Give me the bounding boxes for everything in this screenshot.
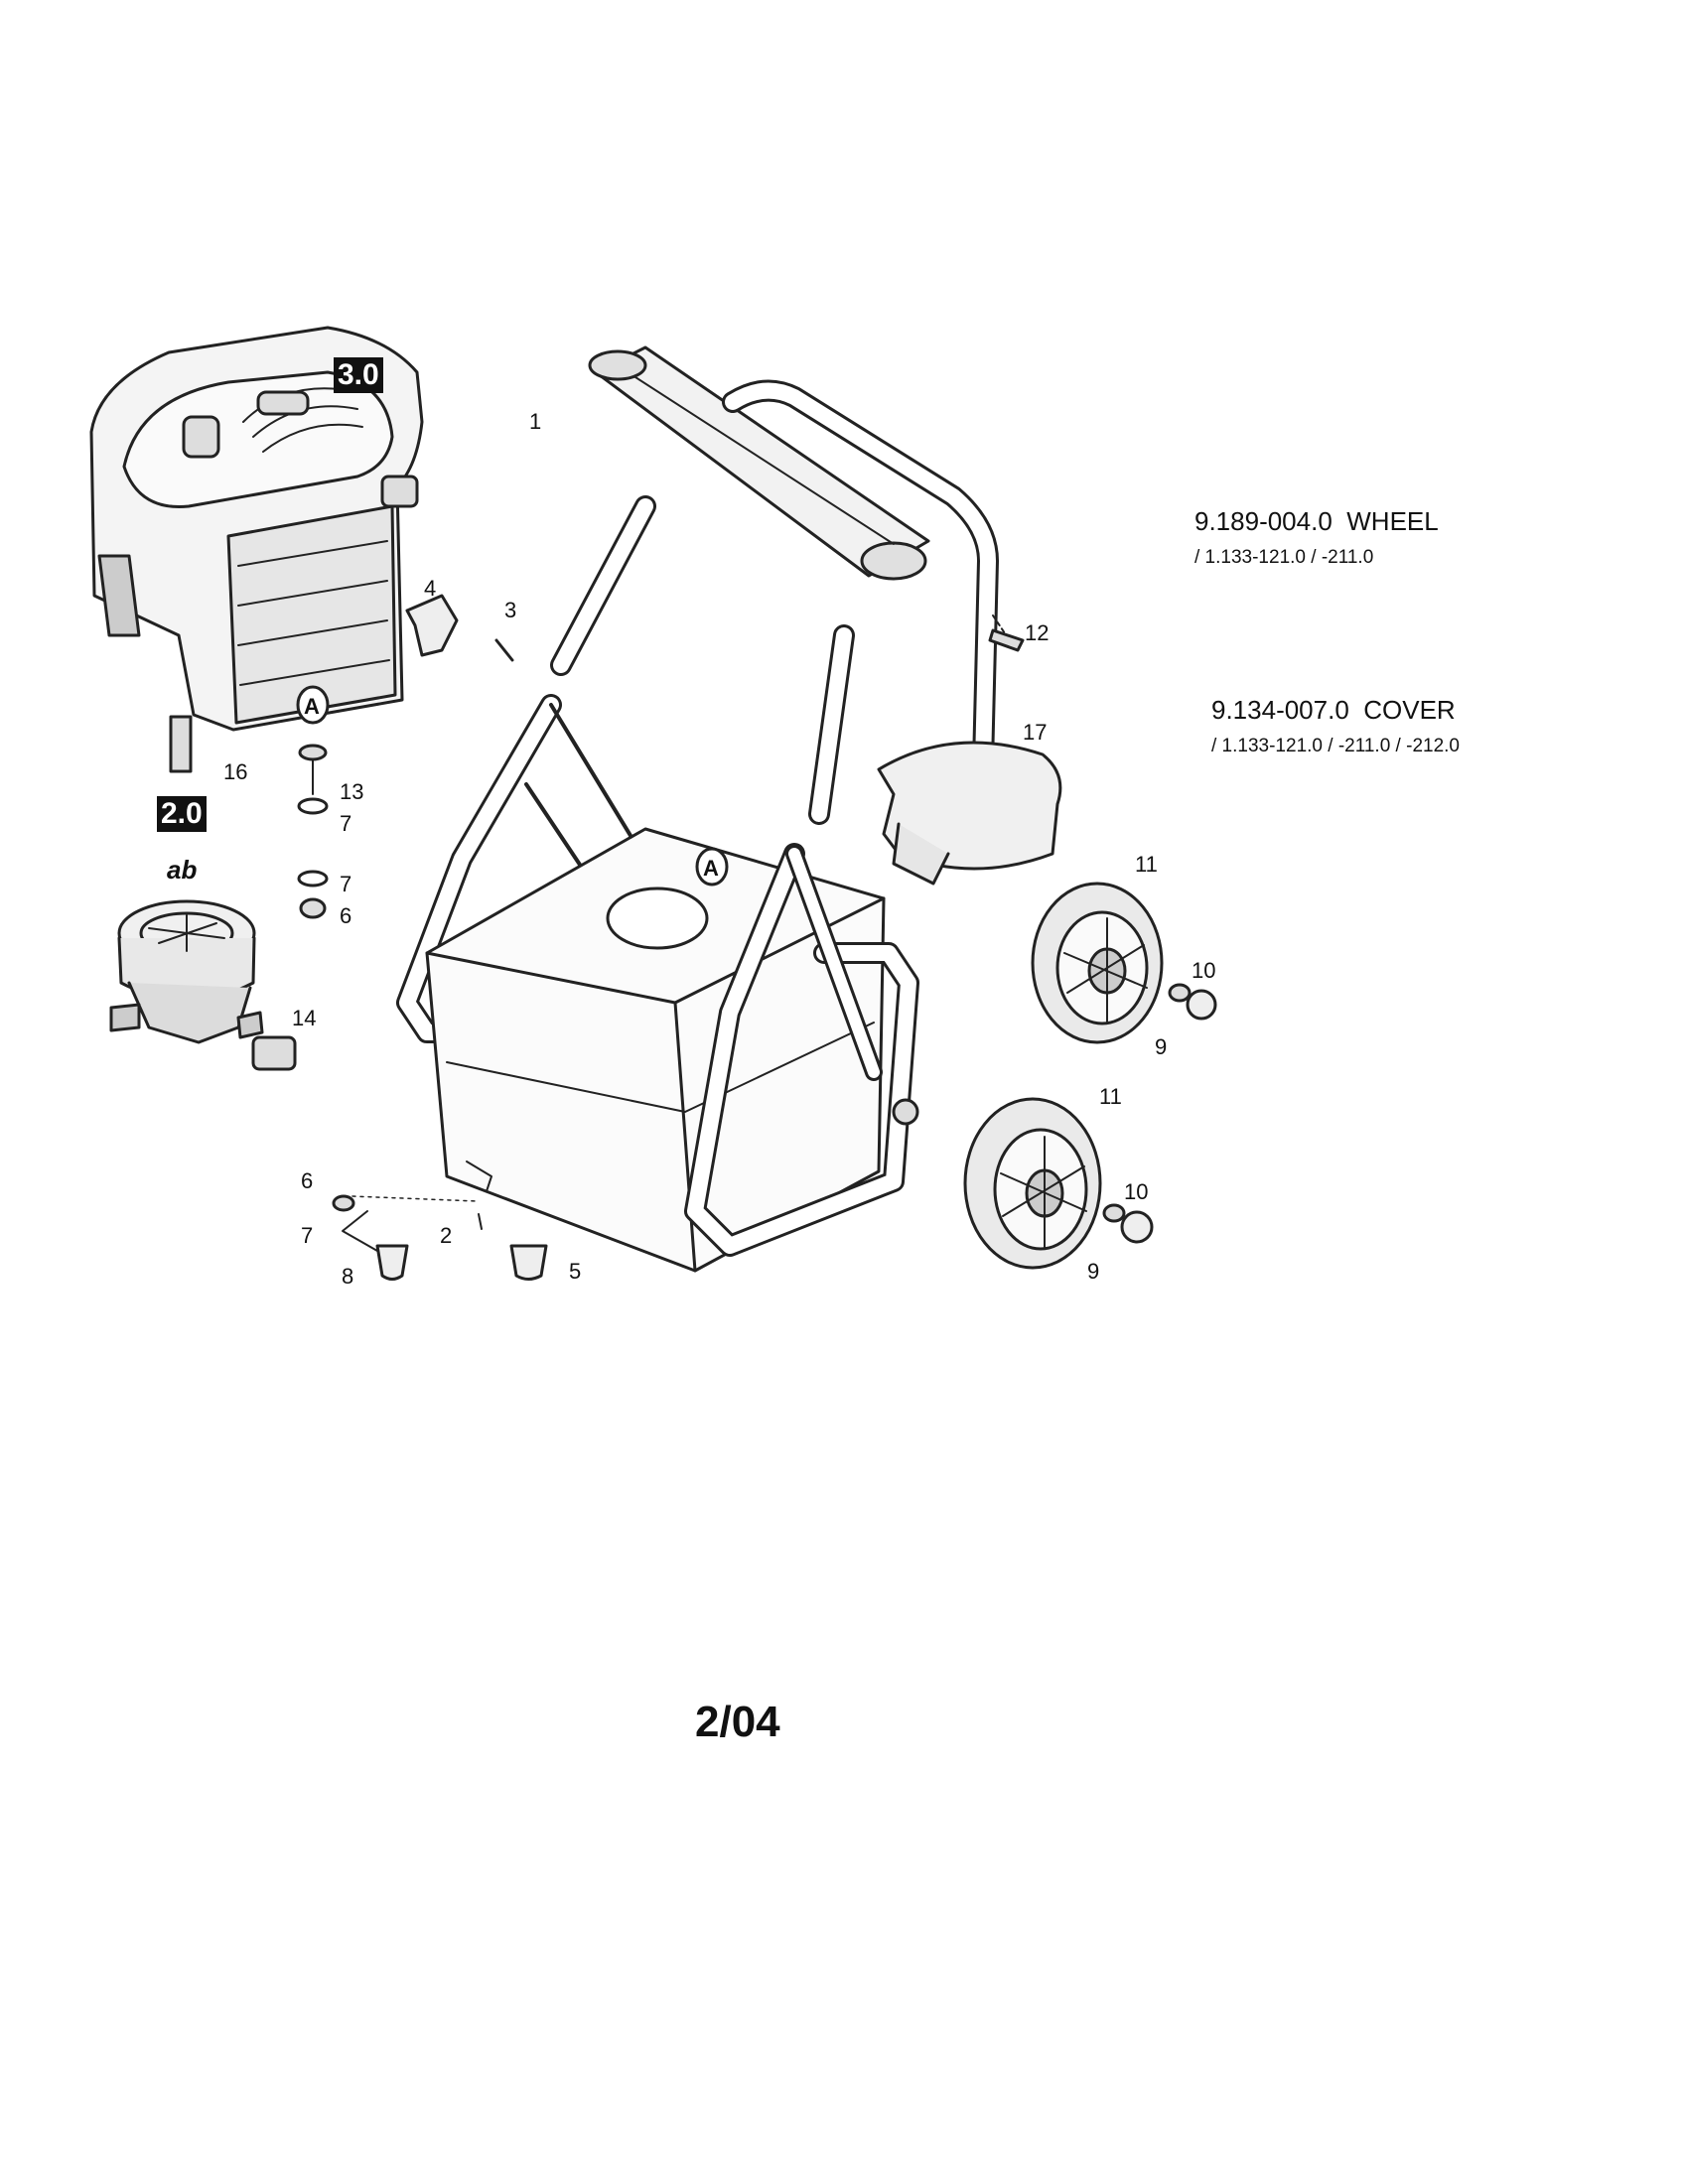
fitting-part-14 (251, 1035, 297, 1071)
connection-marker-tank: A (695, 847, 729, 887)
cap-part-9-lower (1120, 1210, 1154, 1244)
section-label-engine: 3.0 (334, 357, 383, 393)
callout-12: 12 (1025, 620, 1049, 645)
callout-6-lower: 6 (301, 1168, 313, 1193)
callout-14: 14 (292, 1006, 316, 1030)
callout-7-middle: 7 (340, 872, 351, 896)
note-cover-part-name: COVER (1363, 695, 1456, 725)
note-wheel-part-number: 9.189-004.0 (1194, 506, 1333, 536)
callout-7-lower: 7 (301, 1223, 313, 1248)
pump-assembly (109, 899, 264, 1044)
callout-7-upper: 7 (340, 811, 351, 836)
callout-8: 8 (342, 1264, 353, 1289)
note-wheel: 9.189-004.0 WHEEL / 1.133-121.0 / -211.0 (1194, 506, 1439, 569)
callout-1: 1 (529, 409, 541, 434)
callout-9-lower: 9 (1087, 1259, 1099, 1284)
handle-bar-part-1 (588, 345, 930, 581)
coupling-part-16 (169, 715, 193, 773)
engine-assembly (89, 326, 424, 732)
callout-10-lower: 10 (1124, 1179, 1148, 1204)
callout-16: 16 (223, 759, 247, 784)
wheel-part-11-lower (963, 1097, 1102, 1270)
callout-9-upper: 9 (1155, 1034, 1167, 1059)
note-cover: 9.134-007.0 COVER / 1.133-121.0 / -211.0… (1211, 695, 1460, 757)
screw-part-12 (988, 628, 1025, 652)
callout-13: 13 (340, 779, 363, 804)
callout-4: 4 (424, 576, 436, 601)
callout-11-lower: 11 (1099, 1084, 1122, 1109)
callout-5: 5 (569, 1259, 581, 1284)
pump-marking: ab (167, 855, 197, 885)
note-cover-part-number: 9.134-007.0 (1211, 695, 1349, 725)
note-wheel-part-name: WHEEL (1346, 506, 1439, 536)
washer-part-13 (298, 744, 328, 761)
callout-2: 2 (440, 1223, 452, 1248)
wheel-part-11-upper (1031, 882, 1164, 1044)
knob-part-4 (405, 594, 459, 657)
svg-text:A: A (304, 694, 320, 719)
connection-marker-left: A (296, 685, 330, 725)
callout-10-upper: 10 (1192, 958, 1215, 983)
page-number: 2/04 (695, 1698, 780, 1746)
foot-part-8 (375, 1244, 409, 1281)
svg-text:A: A (703, 856, 719, 881)
callout-3: 3 (504, 598, 516, 622)
callout-6-upper: 6 (340, 903, 351, 928)
section-label-pump: 2.0 (157, 796, 207, 832)
foot-part-5 (509, 1244, 548, 1281)
note-wheel-models: / 1.133-121.0 / -211.0 (1194, 547, 1374, 568)
callout-17: 17 (1023, 720, 1047, 745)
note-cover-models: / 1.133-121.0 / -211.0 / -212.0 (1211, 736, 1460, 756)
cap-part-9-upper (1186, 989, 1217, 1021)
callout-11-upper: 11 (1135, 852, 1158, 877)
